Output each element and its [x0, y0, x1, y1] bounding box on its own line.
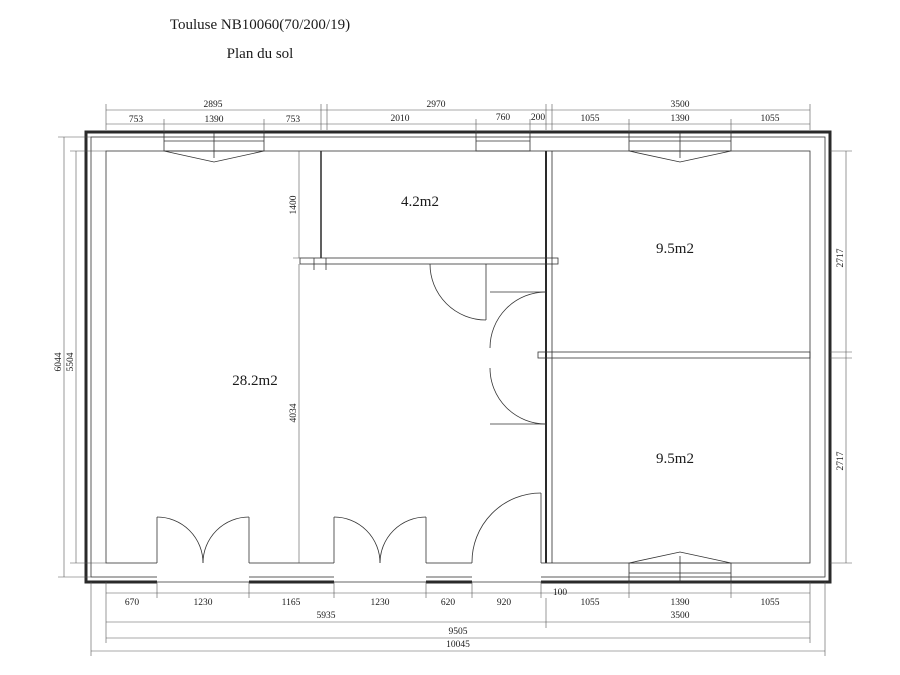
dimension-bottom-detail: 670 1230 1165 1230 620 920 100 1055 1390…: [106, 582, 810, 608]
inner-wall-line: [90, 136, 826, 578]
partition-bedrooms: [537, 351, 811, 359]
dim-1390-b: 1390: [671, 114, 690, 124]
dim-5935: 5935: [317, 611, 336, 621]
dimension-right: 2717 2717: [830, 150, 852, 564]
dim-1165: 1165: [282, 598, 301, 608]
dim-753-b: 753: [286, 115, 301, 125]
dim-2895: 2895: [204, 100, 223, 110]
outer-wall: [84, 130, 832, 584]
door-double-left: [156, 516, 250, 584]
dim-2717-b: 2717: [836, 451, 846, 470]
door-wc: [429, 263, 487, 321]
room-area-bottom-right: 9.5m2: [656, 451, 694, 467]
door-bedroom-top: [489, 291, 547, 349]
dim-620: 620: [441, 598, 456, 608]
dim-1055-b: 1055: [761, 114, 780, 124]
dim-10045: 10045: [446, 640, 470, 650]
dim-920: 920: [497, 598, 512, 608]
door-single-bottom: [471, 492, 542, 584]
dim-9505: 9505: [449, 627, 468, 637]
dimension-inner: 1400 4034: [289, 151, 314, 563]
dim-1230-b: 1230: [371, 598, 390, 608]
dimension-top-detail: 753 1390 753 2010 760 200 1055 1390 1055: [106, 113, 810, 132]
dimension-bottom-mid: 5935 3500: [105, 582, 811, 628]
dim-753-a: 753: [129, 115, 144, 125]
room-area-top-middle: 4.2m2: [401, 194, 439, 210]
dim-1055-d: 1055: [761, 598, 780, 608]
room-area-top-right: 9.5m2: [656, 241, 694, 257]
window-top-middle: [475, 131, 531, 152]
dim-670: 670: [125, 598, 140, 608]
dim-1400: 1400: [289, 195, 299, 214]
dim-4034: 4034: [289, 403, 299, 422]
dim-3500-b: 3500: [671, 611, 690, 621]
dim-1390-c: 1390: [671, 598, 690, 608]
dim-1055-c: 1055: [581, 598, 600, 608]
dim-3500: 3500: [671, 100, 690, 110]
partition-horizontal: [299, 257, 559, 265]
dim-760: 760: [496, 113, 511, 123]
dimension-left: 6044 5504: [54, 136, 106, 578]
dim-1390-a: 1390: [205, 115, 224, 125]
door-bedroom-bottom: [489, 367, 547, 425]
dimension-top-overall: 2895 2970 3500: [105, 100, 811, 130]
dim-200: 200: [531, 113, 546, 123]
window-top-right: [628, 131, 732, 163]
dimension-bottom-totals: 9505 10045: [90, 582, 826, 656]
dim-2970: 2970: [427, 100, 446, 110]
door-double-middle: [333, 516, 427, 584]
dim-6044: 6044: [54, 352, 64, 371]
dim-2717-a: 2717: [836, 248, 846, 267]
plan-title: Touluse NB10060(70/200/19): [169, 17, 351, 33]
dim-100: 100: [553, 588, 568, 598]
dim-1230-a: 1230: [194, 598, 213, 608]
plan-subtitle: Plan du sol: [226, 46, 294, 62]
window-top-left: [163, 131, 265, 163]
dim-5504: 5504: [66, 352, 76, 371]
dim-1055-a: 1055: [581, 114, 600, 124]
inner-wall-face: [105, 150, 811, 564]
room-area-left: 28.2m2: [232, 373, 277, 389]
dim-2010: 2010: [391, 114, 410, 124]
window-bottom-right: [628, 551, 732, 583]
